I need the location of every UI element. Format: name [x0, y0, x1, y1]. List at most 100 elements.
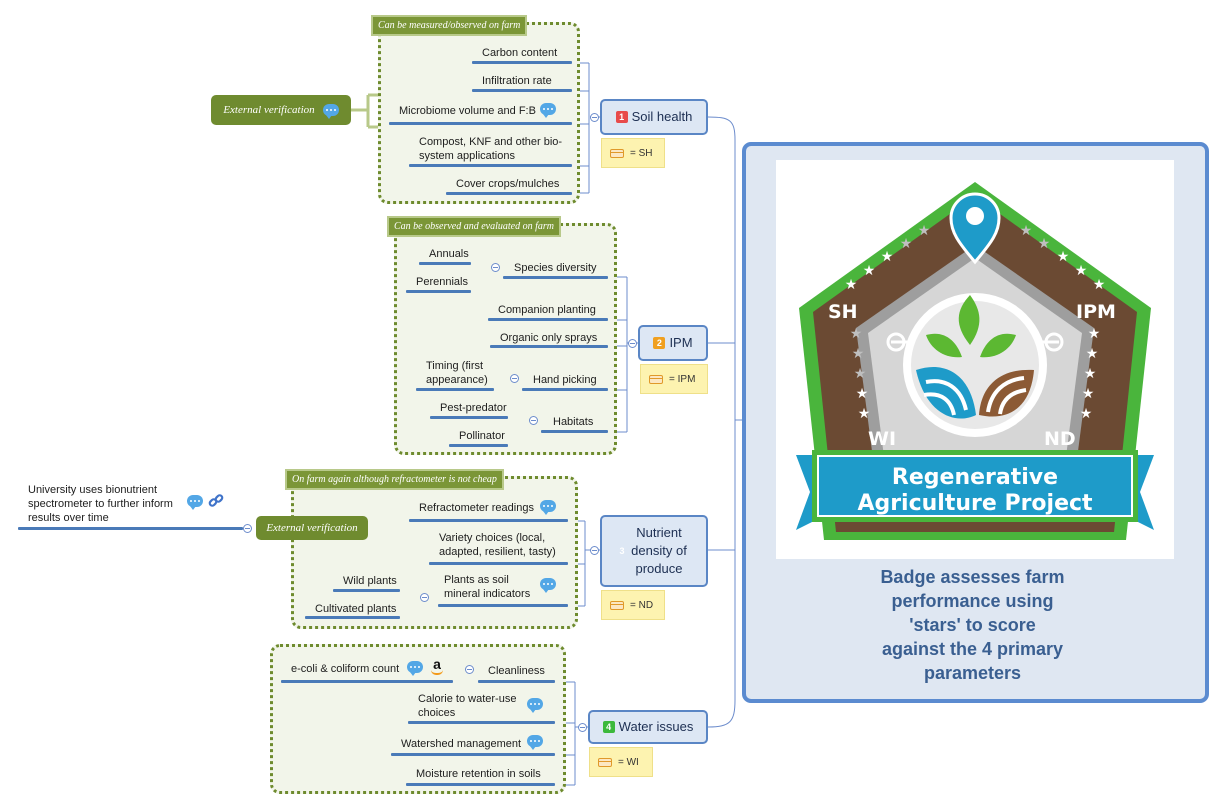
- external-verification-nutrient[interactable]: External verification: [256, 516, 368, 540]
- water-item-calorie[interactable]: Calorie to water-use choices: [418, 693, 517, 719]
- underline: [281, 680, 453, 683]
- svg-text:★: ★: [881, 249, 894, 265]
- nutrient-boundary: [291, 476, 578, 629]
- priority-2-icon: 2: [653, 337, 666, 349]
- nutrient-item-plants-indicators[interactable]: Plants as soil mineral indicators: [444, 574, 531, 600]
- water-item-moisture[interactable]: Moisture retention in soils: [416, 768, 541, 780]
- link-icon[interactable]: [208, 493, 224, 509]
- external-verification-label: External verification: [223, 104, 315, 116]
- external-verification-soil[interactable]: External verification: [211, 95, 351, 125]
- collapse-icon[interactable]: [578, 723, 587, 732]
- note-text: = SH: [630, 147, 653, 159]
- soil-item-microbiome[interactable]: Microbiome volume and F:B: [399, 105, 536, 117]
- water-item-ecoli[interactable]: e-coli & coliform count: [291, 663, 400, 675]
- ipm-item-timing[interactable]: Timing (first appearance): [426, 360, 488, 386]
- note-ipm[interactable]: = IPM: [640, 364, 708, 394]
- ipm-item-hand[interactable]: Hand picking: [533, 374, 597, 386]
- collapse-icon[interactable]: [491, 263, 500, 272]
- svg-text:★: ★: [850, 326, 863, 342]
- note-text: = ND: [630, 599, 654, 611]
- nutrient-item-refractometer[interactable]: Refractometer readings: [419, 502, 534, 514]
- nutrient-item-wild[interactable]: Wild plants: [343, 575, 397, 587]
- soil-item-cover-crops[interactable]: Cover crops/mulches: [456, 178, 560, 190]
- location-pin-icon: [949, 192, 1001, 265]
- collapse-icon[interactable]: [529, 416, 538, 425]
- underline: [478, 680, 555, 683]
- comment-icon[interactable]: [540, 578, 556, 593]
- caption-line: Badge assesses farm: [880, 567, 1065, 587]
- ipm-item-annuals[interactable]: Annuals: [429, 248, 469, 260]
- water-item-watershed[interactable]: Watershed management: [401, 738, 522, 750]
- collapse-icon[interactable]: [628, 339, 637, 348]
- soil-item-infiltration[interactable]: Infiltration rate: [482, 75, 552, 87]
- svg-text:★: ★: [1038, 236, 1051, 252]
- underline: [409, 164, 572, 167]
- topic-soil-health[interactable]: 1 Soil health: [600, 99, 708, 135]
- collapse-icon[interactable]: [590, 113, 599, 122]
- ipm-item-organic[interactable]: Organic only sprays: [500, 332, 598, 344]
- underline: [408, 721, 555, 724]
- field-rows-icon: [916, 367, 1034, 419]
- topic-title: Water issues: [618, 719, 694, 734]
- ipm-item-species[interactable]: Species diversity: [514, 262, 597, 274]
- note-nutrient[interactable]: = ND: [601, 590, 665, 620]
- svg-text:★: ★: [1020, 223, 1033, 239]
- badge-nd-label: ND: [1044, 428, 1076, 450]
- svg-text:★: ★: [1093, 277, 1106, 293]
- collapse-icon[interactable]: [510, 374, 519, 383]
- note-water[interactable]: = WI: [589, 747, 653, 777]
- comment-icon[interactable]: [540, 500, 556, 515]
- underline: [488, 318, 608, 321]
- note-text: = WI: [618, 756, 639, 768]
- underline: [429, 562, 568, 565]
- caption-line: against the 4 primary: [881, 639, 1064, 659]
- collapse-icon[interactable]: [465, 665, 474, 674]
- underline: [490, 345, 608, 348]
- underline: [333, 589, 400, 592]
- svg-text:★: ★: [1057, 249, 1070, 265]
- soil-item-carbon[interactable]: Carbon content: [482, 47, 558, 59]
- topic-nutrient-density[interactable]: 3 Nutrient density of produce: [600, 515, 708, 587]
- ipm-item-perennials[interactable]: Perennials: [416, 276, 468, 288]
- underline: [406, 783, 555, 786]
- collapse-icon[interactable]: [590, 546, 599, 555]
- badge-sh-label: SH: [828, 301, 858, 323]
- banner-line-1: Regenerative: [892, 465, 1058, 490]
- priority-3-icon: 3: [619, 546, 625, 556]
- underline: [449, 444, 508, 447]
- priority-4-icon: 4: [602, 721, 615, 733]
- nutrient-item-cultivated[interactable]: Cultivated plants: [315, 603, 397, 615]
- soil-item-compost[interactable]: Compost, KNF and other bio-system applic…: [419, 136, 563, 162]
- badge-caption: Badge assesses farm performance using 's…: [790, 565, 1155, 685]
- collapse-icon[interactable]: [420, 593, 429, 602]
- caption-line: 'stars' to score: [909, 615, 1036, 635]
- comment-icon[interactable]: [540, 103, 556, 118]
- topic-water-issues[interactable]: 4 Water issues: [588, 710, 708, 744]
- comment-icon[interactable]: [322, 104, 339, 119]
- ipm-item-pest-predator[interactable]: Pest-predator: [440, 402, 507, 414]
- underline: [389, 122, 572, 125]
- comment-icon[interactable]: [527, 698, 543, 713]
- external-verification-label: External verification: [266, 522, 358, 534]
- underline: [409, 519, 568, 522]
- underline: [305, 616, 400, 619]
- note-soil[interactable]: = SH: [601, 138, 665, 168]
- underline: [503, 276, 608, 279]
- topic-title: IPM: [669, 335, 693, 350]
- water-item-cleanliness[interactable]: Cleanliness: [488, 665, 545, 677]
- collapse-icon[interactable]: [243, 524, 252, 533]
- ipm-item-habitats[interactable]: Habitats: [553, 416, 594, 428]
- svg-text:★: ★: [854, 366, 867, 382]
- sprout-icon: [926, 295, 1016, 358]
- svg-text:★: ★: [1088, 326, 1101, 342]
- nutrient-item-variety[interactable]: Variety choices (local, adapted, resilie…: [439, 532, 556, 558]
- svg-text:★: ★: [900, 236, 913, 252]
- comment-icon[interactable]: [407, 661, 423, 676]
- amazon-icon[interactable]: a: [429, 657, 445, 675]
- university-note[interactable]: University uses bionutrient spectrometer…: [28, 484, 173, 524]
- ipm-item-pollinator[interactable]: Pollinator: [459, 430, 505, 442]
- topic-ipm[interactable]: 2 IPM: [638, 325, 708, 361]
- comment-icon[interactable]: [527, 735, 543, 750]
- comment-icon[interactable]: [187, 495, 203, 510]
- ipm-item-companion[interactable]: Companion planting: [498, 304, 596, 316]
